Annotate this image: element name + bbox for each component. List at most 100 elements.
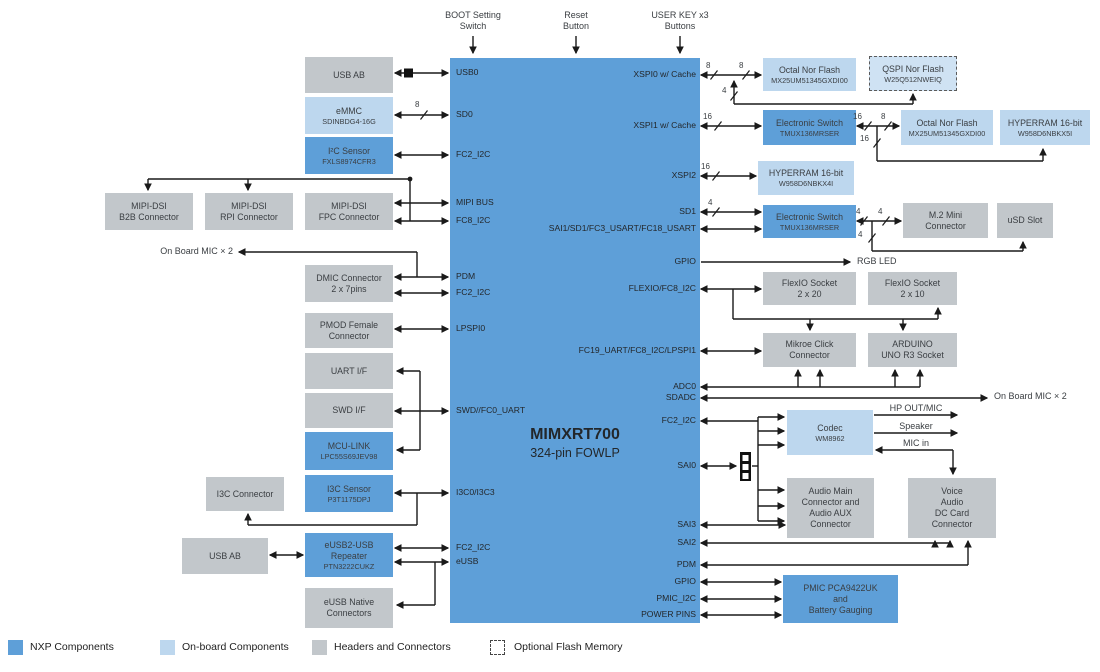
legend-swatch-onboard <box>160 640 175 655</box>
block-dmic: DMIC Connector 2 x 7pins <box>305 265 393 302</box>
bus-width-xspi1-hyper: 16 <box>860 134 869 143</box>
pmic-wires <box>699 578 783 619</box>
pin-sd1: SD1 <box>679 206 696 216</box>
legend-label-connectors: Headers and Connectors <box>334 641 451 653</box>
hp-out-mic-label: HP OUT/MIC <box>889 403 943 413</box>
bus-width-xspi2: 16 <box>701 162 710 171</box>
block-uart-if: UART I/F <box>305 353 393 389</box>
pin-adc0: ADC0 <box>673 381 696 391</box>
pin-xspi0: XSPI0 w/ Cache <box>633 69 696 79</box>
block-mipi-b2b: MIPI-DSI B2B Connector <box>105 193 193 230</box>
pin-sai1-usart: SAI1/SD1/FC3_USART/FC18_USART <box>548 223 696 233</box>
pin-sai0: SAI0 <box>677 460 696 470</box>
legend-label-nxp: NXP Components <box>30 641 114 653</box>
legend-swatch-connectors <box>312 640 327 655</box>
cpu-block-mimxrt700 <box>450 58 700 623</box>
block-arduino-socket: ARDUINO UNO R3 Socket <box>868 333 957 367</box>
pin-fc2-i2c-sensor: FC2_I2C <box>456 149 491 159</box>
legend-swatch-nxp <box>8 640 23 655</box>
speaker-label: Speaker <box>899 421 933 431</box>
pin-xspi2: XSPI2 <box>671 170 696 180</box>
pin-fc2-i2c-codec: FC2_I2C <box>661 415 696 425</box>
pin-usb0: USB0 <box>456 67 479 77</box>
block-i3c-connector: I3C Connector <box>206 477 284 511</box>
legend-swatch-optional <box>490 640 505 655</box>
pin-flexio: FLEXIO/FC8_I2C <box>628 283 696 293</box>
pin-fc2-i2c-eusb: FC2_I2C <box>456 542 491 552</box>
block-usb-ab-top: USB AB <box>305 57 393 93</box>
legend-label-onboard: On-board Components <box>182 641 289 653</box>
pin-gpio-rgb: GPIO <box>674 256 697 266</box>
rgb-led-label: RGB LED <box>857 256 897 266</box>
cpu-title: MIMXRT700 324-pin FOWLP <box>450 425 700 462</box>
block-pmic: PMIC PCA9422UK and Battery Gauging <box>783 575 898 623</box>
pin-eusb: eUSB <box>456 556 479 566</box>
pin-gpio-pmic: GPIO <box>674 576 697 586</box>
pin-mipi-bus: MIPI BUS <box>456 197 494 207</box>
bus-width-m2-b: 4 <box>878 207 883 216</box>
boot-switch-label: BOOT Setting Switch <box>445 10 501 31</box>
cpu-part-number: MIMXRT700 <box>530 426 620 443</box>
pin-xspi1: XSPI1 w/ Cache <box>633 120 696 130</box>
block-mipi-rpi: MIPI-DSI RPI Connector <box>205 193 293 230</box>
cpu-package: 324-pin FOWLP <box>530 446 620 460</box>
pin-pmic-i2c: PMIC_I2C <box>656 593 696 603</box>
pin-fc8-i2c: FC8_I2C <box>456 215 491 225</box>
bus-width-sd1: 4 <box>708 198 713 207</box>
pin-sai3: SAI3 <box>677 519 696 529</box>
pin-pdm-left: PDM <box>456 271 476 281</box>
bus-width-xspi1: 16 <box>703 112 712 121</box>
user-key-label: USER KEY x3 Buttons <box>651 10 709 31</box>
bus-width-xspi0-qspi: 4 <box>722 86 727 95</box>
pin-fc19-uart: FC19_UART/FC8_I2C/LPSPI1 <box>578 345 696 355</box>
pin-sdadc: SDADC <box>665 392 696 402</box>
left-wires <box>144 68 450 609</box>
onboard-mic-right-label: On Board MIC × 2 <box>994 391 1067 401</box>
block-eusb-native: eUSB Native Connectors <box>305 588 393 628</box>
block-usb-ab-bottom: USB AB <box>182 538 268 574</box>
legend-label-optional: Optional Flash Memory <box>514 641 623 653</box>
mic-in-label: MIC in <box>902 438 929 448</box>
block-flexio-2x20: FlexIO Socket 2 x 20 <box>763 272 856 305</box>
memory-wires <box>699 71 1047 266</box>
bus-width-xspi1-a: 16 <box>853 112 862 121</box>
onboard-mic-left-label: On Board MIC × 2 <box>160 246 233 256</box>
block-usd-slot: uSD Slot <box>997 203 1053 238</box>
block-flexio-2x10: FlexIO Socket 2 x 10 <box>868 272 957 305</box>
bus-width-m2-a: 4 <box>856 207 861 216</box>
bus-width-xspi1-b: 8 <box>881 112 886 121</box>
block-pmod: PMOD Female Connector <box>305 313 393 348</box>
block-audio-main: Audio Main Connector and Audio AUX Conne… <box>787 478 874 538</box>
pin-sai2: SAI2 <box>677 537 696 547</box>
pin-pdm-right: PDM <box>676 559 696 569</box>
pin-swd-fc0-uart: SWD//FC0_UART <box>456 405 526 415</box>
pin-sd0: SD0 <box>456 109 473 119</box>
block-mipi-fpc: MIPI-DSI FPC Connector <box>305 193 393 230</box>
pin-power-pins: POWER PINS <box>641 609 696 619</box>
block-swd-if: SWD I/F <box>305 393 393 428</box>
pin-lpspi0: LPSPI0 <box>456 323 486 333</box>
bus-width-xspi0-a: 8 <box>706 61 711 70</box>
bus-width-xspi0-b: 8 <box>739 61 744 70</box>
pin-i3c0-i3c3: I3C0/I3C3 <box>456 487 495 497</box>
top-control-arrows <box>469 36 684 55</box>
block-voice-audio: Voice Audio DC Card Connector <box>908 478 996 538</box>
reset-button-label: Reset Button <box>562 10 590 31</box>
pin-fc2-i2c-dmic: FC2_I2C <box>456 287 491 297</box>
bus-width-sd0: 8 <box>415 100 420 109</box>
block-mikroe-click: Mikroe Click Connector <box>763 333 856 367</box>
